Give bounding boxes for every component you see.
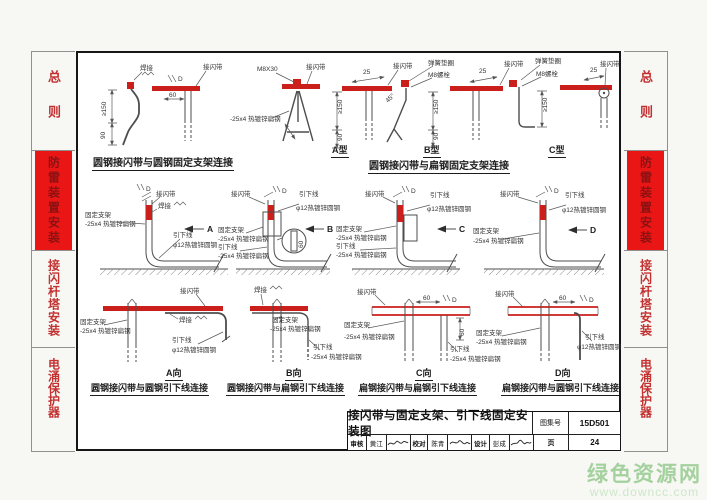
page-number: 24: [568, 435, 620, 450]
caption-row1-left: 圆钢接闪带与圆钢固定支架连接: [92, 158, 234, 171]
caption-type-a: A型: [331, 145, 349, 158]
caption-dir-d: D向: [554, 368, 572, 381]
page-label: 页: [532, 435, 569, 450]
sidebar-item-label: 接闪杆塔安装: [638, 259, 653, 337]
caption-row3-a: 圆钢接闪带与圆钢引下线连接: [90, 383, 210, 396]
sidebar-item-general: 总则: [32, 51, 75, 150]
reviewer-signature-icon: [385, 435, 410, 450]
caption-type-b: B型: [423, 145, 441, 158]
right-section-index: 总则 防雷装置安装 接闪杆塔安装 电涌保护器: [624, 51, 668, 452]
watermark-site-name: 绿色资源网: [587, 463, 702, 487]
sidebar-item-label: 电涌保护器: [638, 358, 653, 418]
caption-dir-b: B向: [285, 368, 303, 381]
proofreader-label: 校对: [409, 435, 428, 450]
caption-row1-right: 圆钢接闪带与扁钢固定支架连接: [368, 161, 510, 174]
watermark: 绿色资源网 www.downcc.com: [587, 464, 702, 499]
caption-row3-c: 扁钢接闪带与扁钢引下线连接: [358, 383, 478, 396]
left-section-index: 总则 防雷装置安装 接闪杆塔安装 电涌保护器: [31, 51, 75, 452]
watermark-site-url: www.downcc.com: [589, 485, 700, 500]
caption-dir-c: C向: [415, 368, 433, 381]
reviewer-name: 黄江: [365, 435, 386, 450]
reviewer-label: 审核: [350, 440, 364, 448]
proofreader-name: 陈青: [427, 435, 447, 450]
active-section-tab: 防雷装置安装: [35, 151, 72, 250]
sidebar-item-label: 电涌保护器: [46, 358, 61, 418]
sidebar-item-label: 防雷装置安装: [46, 155, 61, 246]
designer-label: 设计: [471, 435, 489, 450]
sidebar-item-label: 防雷装置安装: [638, 155, 653, 246]
sidebar-item-spd: 电涌保护器: [32, 347, 75, 452]
proofreader-signature-icon: [447, 435, 471, 450]
sidebar-item-spd: 电涌保护器: [624, 347, 667, 452]
caption-row3-b: 圆钢接闪带与扁钢引下线连接: [226, 383, 346, 396]
sidebar-item-label: 总则: [46, 70, 61, 140]
atlas-number-label: 图集号: [532, 412, 568, 434]
atlas-number: 15D501: [568, 412, 620, 434]
designer-name: 彭成: [488, 435, 509, 450]
caption-dir-a: A向: [165, 368, 183, 381]
sidebar-item-rod-tower: 接闪杆塔安装: [32, 250, 75, 347]
sidebar-item-label: 接闪杆塔安装: [46, 259, 61, 337]
sidebar-item-lightning-device-active: 防雷装置安装: [624, 150, 667, 250]
sheet-title: 接闪带与固定支架、引下线固定安装图: [348, 410, 528, 438]
caption-type-c: C型: [548, 145, 566, 158]
sidebar-item-lightning-device-active: 防雷装置安装: [32, 150, 75, 250]
active-section-tab: 防雷装置安装: [627, 151, 664, 250]
designer-signature-icon: [508, 435, 533, 450]
title-block: 接闪带与固定支架、引下线固定安装图 图集号 15D501 审核 黄江 校对 陈青…: [347, 410, 620, 450]
sidebar-item-rod-tower: 接闪杆塔安装: [624, 250, 667, 347]
caption-row3-d: 扁钢接闪带与圆钢引下线连接: [501, 383, 621, 396]
sidebar-item-label: 总则: [638, 70, 653, 140]
sidebar-item-general: 总则: [624, 51, 667, 150]
